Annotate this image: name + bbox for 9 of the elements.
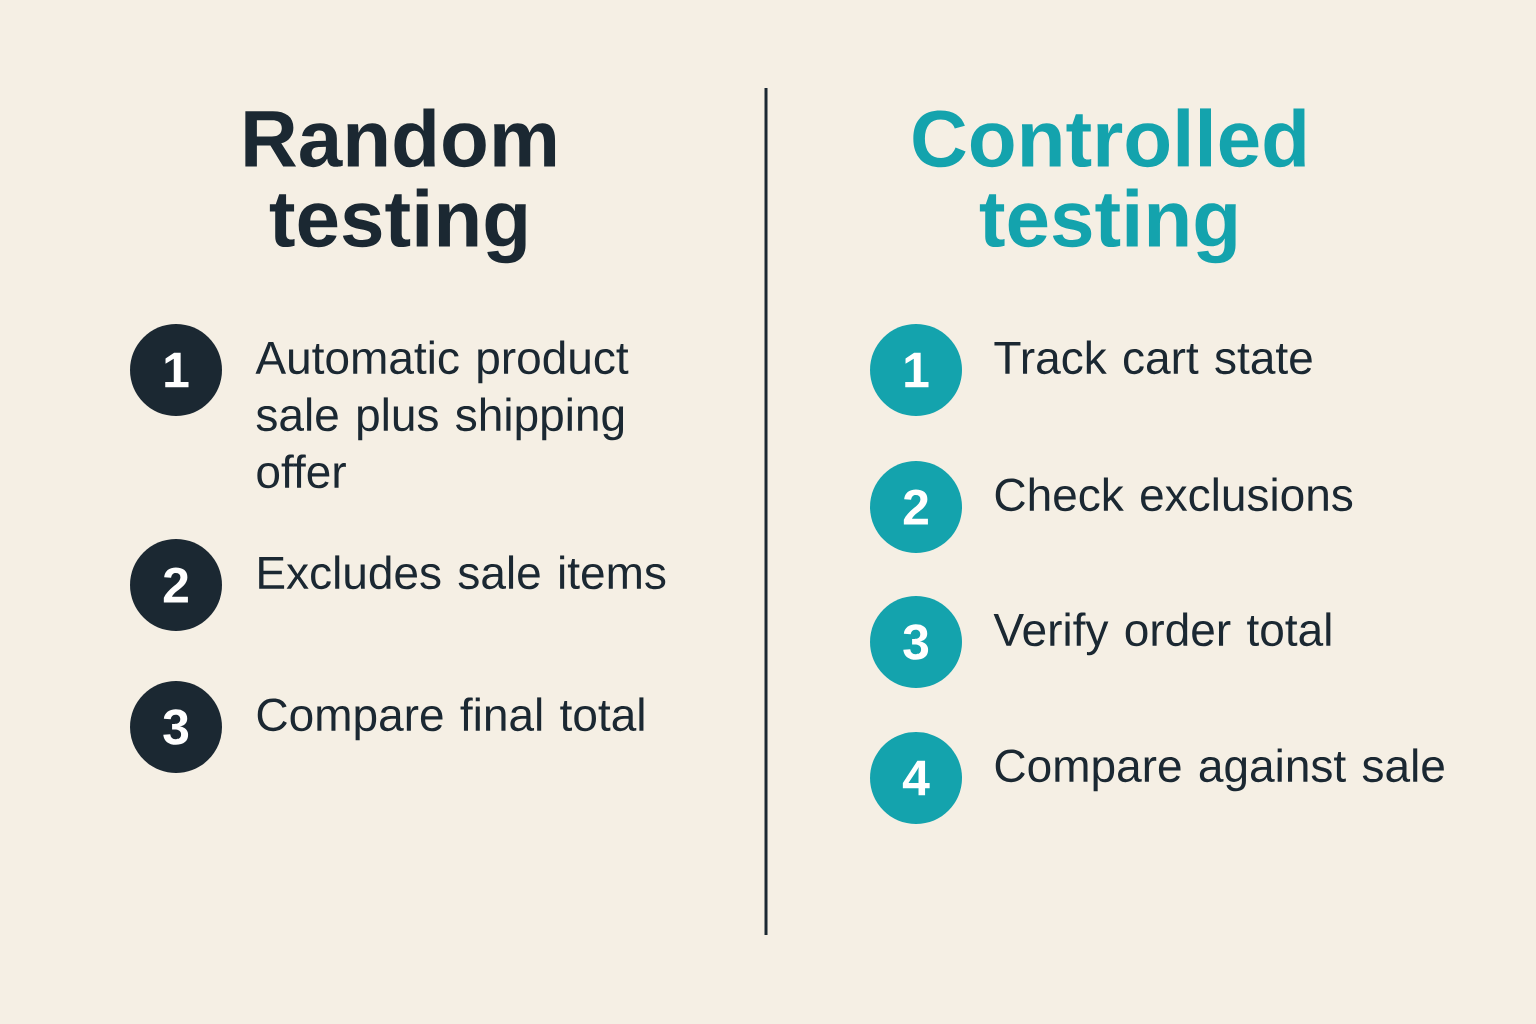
step-text: Automatic product sale plus shipping offer	[255, 340, 629, 489]
step-text: Compare against sale	[995, 748, 1444, 792]
step-text: Excludes sale items	[259, 555, 666, 590]
column-heading: Controlled testing	[913, 108, 1305, 264]
step-text: Check exclusions	[995, 477, 1353, 512]
column-heading: Random testing	[245, 108, 556, 264]
step-text: Verify order total	[993, 612, 1331, 656]
step-text: Track cart state	[994, 340, 1312, 375]
step-text: Compare final total	[257, 697, 644, 741]
